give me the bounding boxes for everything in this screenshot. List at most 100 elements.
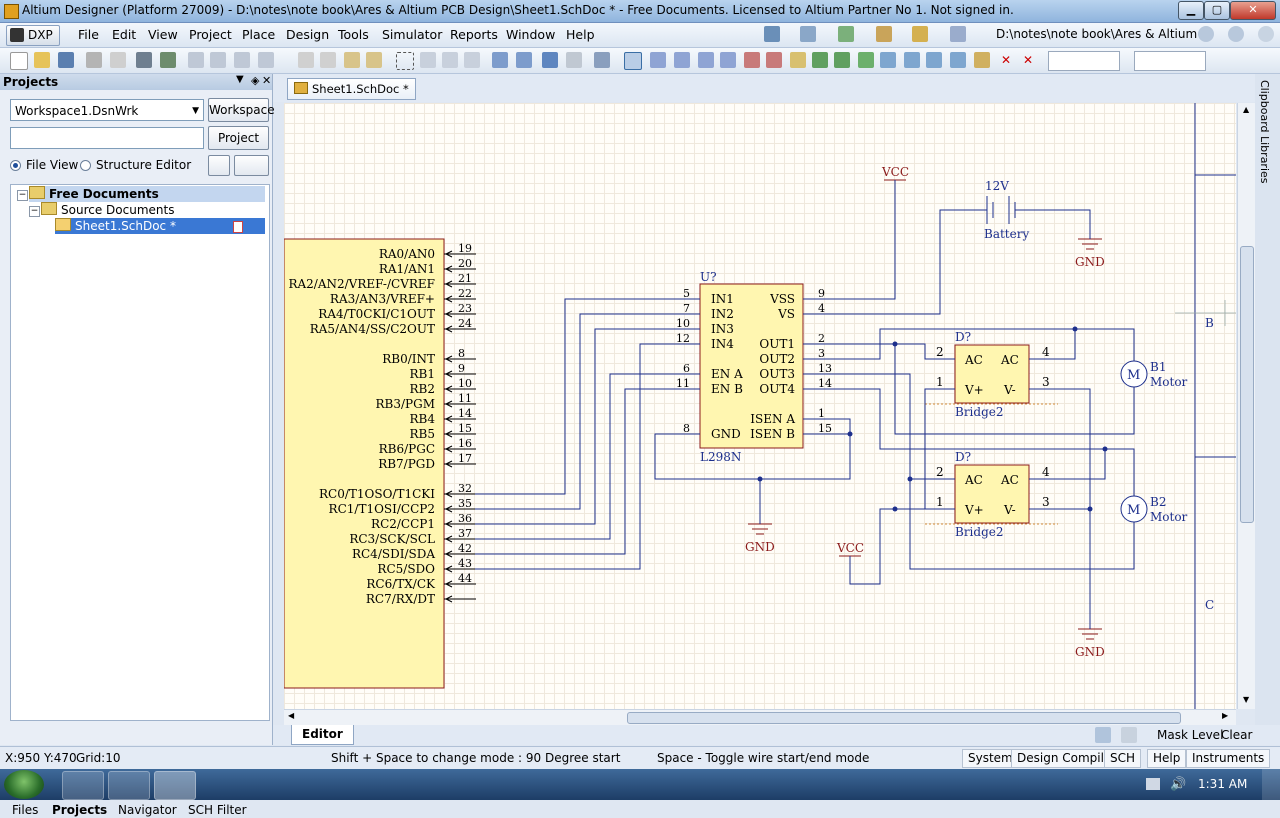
project-dropdown[interactable]: [10, 127, 204, 149]
browse-library-icon[interactable]: [594, 52, 610, 68]
workspace-dropdown[interactable]: Workspace1.DsnWrk ▼: [10, 99, 204, 121]
power-port-icon[interactable]: [838, 26, 854, 42]
firefox-task-icon[interactable]: [62, 771, 104, 800]
forward-icon[interactable]: [1228, 26, 1244, 42]
menu-view[interactable]: View: [148, 27, 178, 42]
zoom-fit-icon[interactable]: [188, 52, 204, 68]
file-view-radio[interactable]: [10, 160, 21, 171]
variant-dropdown[interactable]: [1134, 51, 1206, 71]
zoom-selected-icon[interactable]: [234, 52, 250, 68]
tab-sheet1-schdoc[interactable]: Sheet1.SchDoc *: [287, 78, 416, 100]
zoom-area-icon[interactable]: [210, 52, 226, 68]
menu-reports[interactable]: Reports: [450, 27, 498, 42]
panel-close-icon[interactable]: ✕: [262, 74, 272, 87]
tree-item-source-documents[interactable]: Source Documents: [41, 202, 174, 218]
tree-item-free-documents[interactable]: Free Documents: [29, 186, 265, 202]
tab-projects[interactable]: Projects: [52, 803, 108, 817]
select-area-icon[interactable]: [396, 52, 414, 70]
help-button[interactable]: Help: [1147, 749, 1187, 768]
scroll-up-icon[interactable]: ▲: [1243, 105, 1250, 114]
print-icon[interactable]: [86, 52, 102, 68]
place-signal-harness-icon[interactable]: [674, 52, 690, 68]
tab-files[interactable]: Files: [12, 803, 39, 817]
system-button[interactable]: System: [962, 749, 1019, 768]
chart-tool-icon[interactable]: [764, 26, 780, 42]
clear-button[interactable]: Clear: [1221, 728, 1253, 742]
scroll-right-icon[interactable]: ▶: [1222, 711, 1229, 720]
vertical-scroll-thumb[interactable]: [1240, 246, 1254, 523]
align-tool-icon[interactable]: [800, 26, 816, 42]
explorer-task-icon[interactable]: [108, 771, 150, 800]
menu-project[interactable]: Project: [189, 27, 232, 42]
place-harness-connector-icon[interactable]: [880, 52, 896, 68]
copy-icon[interactable]: [320, 52, 336, 68]
place-harness-entry-icon[interactable]: [904, 52, 920, 68]
scroll-down-icon[interactable]: ▼: [1243, 695, 1250, 704]
place-bus-icon[interactable]: [650, 52, 666, 68]
collapse-icon[interactable]: −: [29, 206, 40, 217]
place-port-icon[interactable]: [926, 52, 942, 68]
menu-edit[interactable]: Edit: [112, 27, 137, 42]
horizontal-scroll-thumb[interactable]: [627, 712, 1181, 724]
vertical-scrollbar[interactable]: ▲ ▼: [1237, 103, 1255, 709]
gnd-power-port-icon[interactable]: [744, 52, 760, 68]
zoom-component-icon[interactable]: [258, 52, 274, 68]
paste-icon[interactable]: [344, 52, 360, 68]
back-icon[interactable]: [1198, 26, 1214, 42]
panel-menu-icon[interactable]: ▼: [236, 74, 244, 85]
project-button[interactable]: Project: [208, 126, 269, 150]
undo-icon[interactable]: [492, 52, 508, 68]
vcc-power-port-icon[interactable]: [766, 52, 782, 68]
menu-help[interactable]: Help: [566, 27, 595, 42]
pencil-icon[interactable]: [1095, 727, 1111, 743]
close-button[interactable]: ✕: [1230, 1, 1276, 20]
start-button[interactable]: [4, 770, 44, 799]
clear-filter-icon[interactable]: [464, 52, 480, 68]
altium-task-icon[interactable]: [154, 771, 196, 800]
hierarchy-icon[interactable]: [542, 52, 558, 68]
open-icon[interactable]: [34, 52, 50, 68]
tab-navigator[interactable]: Navigator: [118, 803, 177, 817]
grid-icon[interactable]: [950, 26, 966, 42]
volume-icon[interactable]: 🔊: [1170, 777, 1187, 792]
place-part-icon[interactable]: [790, 52, 806, 68]
menu-file[interactable]: File: [78, 27, 99, 42]
instruments-button[interactable]: Instruments: [1186, 749, 1271, 768]
structure-editor-radio[interactable]: [80, 160, 91, 171]
tab-clipboard[interactable]: Clipboard: [1258, 80, 1271, 133]
place-sheet-entry-icon[interactable]: [834, 52, 850, 68]
cross-probe-icon[interactable]: [566, 52, 582, 68]
new-icon[interactable]: [10, 52, 28, 70]
tab-libraries[interactable]: Libraries: [1258, 136, 1271, 184]
minimize-button[interactable]: ▁: [1178, 1, 1204, 20]
place-bus-entry-icon[interactable]: [698, 52, 714, 68]
print-preview-icon[interactable]: [110, 52, 126, 68]
rubber-stamp-icon[interactable]: [366, 52, 382, 68]
sch-button[interactable]: SCH: [1104, 749, 1142, 768]
deselect-icon[interactable]: [442, 52, 458, 68]
place-wire-icon[interactable]: [624, 52, 642, 70]
cut-icon[interactable]: [298, 52, 314, 68]
maximize-button[interactable]: ▢: [1204, 1, 1230, 20]
layers-icon[interactable]: [136, 52, 152, 68]
scroll-left-icon[interactable]: ◀: [288, 711, 295, 720]
horizontal-scrollbar[interactable]: ◀ ▶: [284, 709, 1236, 726]
home-icon[interactable]: [1258, 26, 1274, 42]
filter-icon[interactable]: [1121, 727, 1137, 743]
mask-level-button[interactable]: Mask Level: [1157, 728, 1224, 742]
tab-editor[interactable]: Editor: [291, 725, 354, 745]
dxp-menu-button[interactable]: DXP: [6, 25, 60, 46]
redo-icon[interactable]: [516, 52, 532, 68]
place-directive-icon[interactable]: [974, 52, 990, 68]
document-path[interactable]: D:\notes\note book\Ares & Altium: [996, 27, 1198, 41]
place-net-label-icon[interactable]: [720, 52, 736, 68]
show-desktop-button[interactable]: [1262, 769, 1280, 800]
menu-tools[interactable]: Tools: [338, 27, 369, 42]
no-erc-alt-icon[interactable]: ✕: [1022, 53, 1034, 67]
menu-simulator[interactable]: Simulator: [382, 27, 443, 42]
taskbar-clock[interactable]: 1:31 AM: [1198, 777, 1248, 791]
board-icon[interactable]: [160, 52, 176, 68]
workspace-button[interactable]: Workspace: [208, 98, 275, 122]
tree-item-sheet1[interactable]: Sheet1.SchDoc *: [55, 218, 265, 234]
network-icon[interactable]: [1146, 778, 1160, 790]
